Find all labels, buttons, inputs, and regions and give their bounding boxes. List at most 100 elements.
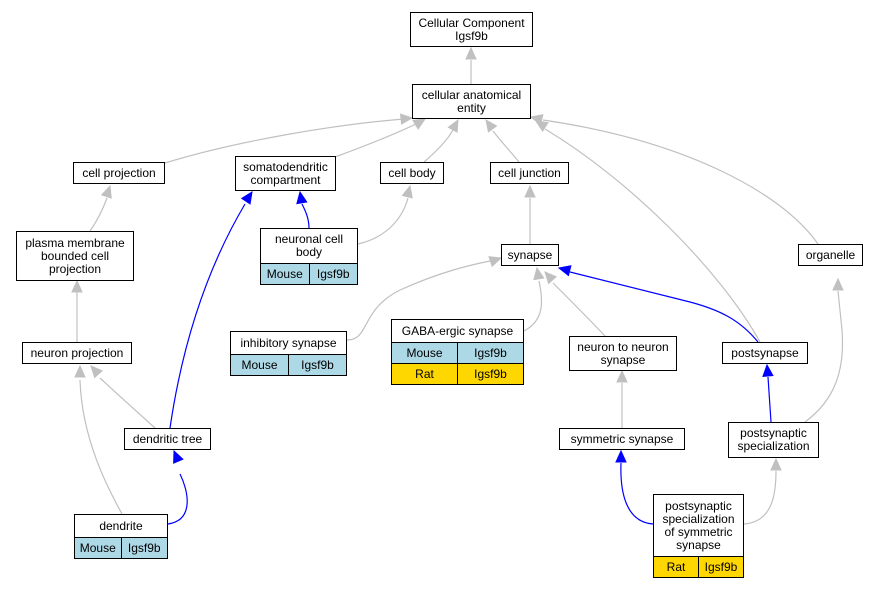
gene-cell: Igsf9b <box>288 355 346 375</box>
arrowhead <box>100 184 112 199</box>
edge-pss-to-postsynapse <box>762 363 774 423</box>
species-cell: Mouse <box>261 264 309 284</box>
edge-n2n-to-synapse <box>544 271 606 337</box>
edge-line <box>767 376 772 423</box>
edge-line <box>523 280 543 332</box>
node-label: plasma membrane bounded cell projection <box>25 235 125 276</box>
arrowhead <box>488 256 503 268</box>
node-dendrite[interactable]: dendrite Mouse Igsf9b <box>74 514 168 559</box>
annotation-row: Mouse Igsf9b <box>231 354 346 375</box>
node-label: neuronal cell body <box>274 232 344 259</box>
node-plasma-membrane-bounded-cell-projection[interactable]: plasma membrane bounded cell projection <box>16 231 134 281</box>
node-postsynaptic-specialization[interactable]: postsynaptic specialization <box>728 422 819 458</box>
edge-line <box>167 473 188 525</box>
node-label: cell junction <box>498 165 561 180</box>
edge-line <box>743 470 777 525</box>
edge-pss-sym-to-pss <box>743 457 782 525</box>
node-label: dendrite <box>99 518 143 533</box>
arrowhead <box>485 119 498 133</box>
arrowhead <box>533 266 545 281</box>
arrowhead <box>616 369 628 383</box>
edge-line <box>552 282 606 337</box>
edge-dendrite-to-neuron-projection <box>74 364 123 515</box>
node-label: cell projection <box>82 165 156 180</box>
node-dendritic-tree[interactable]: dendritic tree <box>124 428 211 450</box>
edge-line <box>423 129 454 163</box>
arrowhead <box>296 190 308 205</box>
node-postsynapse[interactable]: postsynapse <box>722 342 808 364</box>
node-label: symmetric synapse <box>570 431 674 446</box>
node-organelle[interactable]: organelle <box>798 244 863 266</box>
arrowhead <box>74 364 86 378</box>
edge-pmbcp-from-neuron-projection <box>71 279 83 342</box>
edge-line <box>169 203 246 429</box>
node-label: dendritic tree <box>132 431 203 446</box>
gene-cell: Igsf9b <box>698 557 743 577</box>
edge-gaba-to-synapse <box>523 266 545 332</box>
node-postsynaptic-specialization-of-symmetric-synapse[interactable]: postsynaptic specialization of symmetric… <box>653 494 744 578</box>
edge-line <box>492 130 520 163</box>
arrowhead <box>615 449 627 463</box>
node-neuron-projection[interactable]: neuron projection <box>22 342 132 364</box>
arrowhead <box>71 279 83 293</box>
arrowhead <box>465 46 477 60</box>
edge-line <box>301 203 310 229</box>
edge-line <box>334 123 417 158</box>
gene-cell: Igsf9b <box>457 343 523 363</box>
node-label: GABA-ergic synapse <box>401 323 514 338</box>
edge-line <box>79 379 123 515</box>
edge-symmetric-to-n2n <box>616 369 628 428</box>
node-cell-body[interactable]: cell body <box>380 162 444 184</box>
node-label: postsynaptic specialization of symmetric… <box>662 498 735 552</box>
arrowhead <box>240 190 253 205</box>
node-cell-projection[interactable]: cell projection <box>73 162 165 184</box>
node-label: cellular anatomical entity <box>421 87 522 115</box>
annotation-row: Mouse Igsf9b <box>75 537 167 558</box>
edge-postsynapse-to-synapse <box>557 265 759 343</box>
node-symmetric-synapse[interactable]: symmetric synapse <box>559 428 685 450</box>
node-label: neuron to neuron synapse <box>577 339 669 367</box>
node-label: neuron projection <box>30 345 124 360</box>
annotation-row: Mouse Igsf9b <box>261 263 357 284</box>
node-label: postsynapse <box>731 345 799 360</box>
arrowhead <box>399 113 414 125</box>
node-neuronal-cell-body[interactable]: neuronal cell body Mouse Igsf9b <box>260 228 358 285</box>
arrowhead <box>832 277 844 291</box>
arrowhead <box>173 449 184 464</box>
edge-cell-projection-to-cae <box>164 113 414 164</box>
species-cell: Rat <box>654 557 698 577</box>
gene-cell: Igsf9b <box>120 538 167 558</box>
edge-dendrite-to-dendritic-tree <box>167 449 188 525</box>
node-cell-junction[interactable]: cell junction <box>490 162 569 184</box>
node-somatodendritic-compartment[interactable]: somatodendritic compartment <box>235 156 336 191</box>
edge-postsynapse-to-cae <box>534 120 761 343</box>
edge-pss-sym-to-symmetric <box>615 449 654 525</box>
node-label: inhibitory synapse <box>240 335 337 350</box>
gene-cell: Igsf9b <box>457 364 523 384</box>
arrowhead <box>529 114 544 126</box>
node-label: Cellular Component Igsf9b <box>418 15 525 43</box>
edge-line <box>544 128 761 343</box>
edge-synapse-to-cell-junction <box>524 184 536 244</box>
arrowhead <box>544 271 557 285</box>
edge-dendritic-tree-to-somatodendritic <box>169 190 253 429</box>
species-cell: Mouse <box>75 538 121 558</box>
node-cellular-component[interactable]: Cellular Component Igsf9b <box>410 12 533 47</box>
arrowhead <box>401 184 413 199</box>
edge-line <box>804 290 844 423</box>
arrowhead <box>412 118 427 130</box>
node-inhibitory-synapse[interactable]: inhibitory synapse Mouse Igsf9b <box>230 331 347 376</box>
edge-somatodendritic-to-cae <box>334 118 427 158</box>
edge-cell-body-to-cae <box>423 118 459 163</box>
arrowhead <box>762 363 774 377</box>
node-neuron-to-neuron-synapse[interactable]: neuron to neuron synapse <box>569 336 677 371</box>
edge-line <box>89 197 108 232</box>
edge-line <box>164 118 405 164</box>
node-synapse[interactable]: synapse <box>501 244 559 266</box>
node-gaba-ergic-synapse[interactable]: GABA-ergic synapse Mouse Igsf9b Rat Igsf… <box>391 319 524 385</box>
edge-line <box>346 260 491 341</box>
node-cellular-anatomical-entity[interactable]: cellular anatomical entity <box>412 84 531 119</box>
edge-line <box>542 119 819 245</box>
species-cell: Rat <box>392 364 457 384</box>
